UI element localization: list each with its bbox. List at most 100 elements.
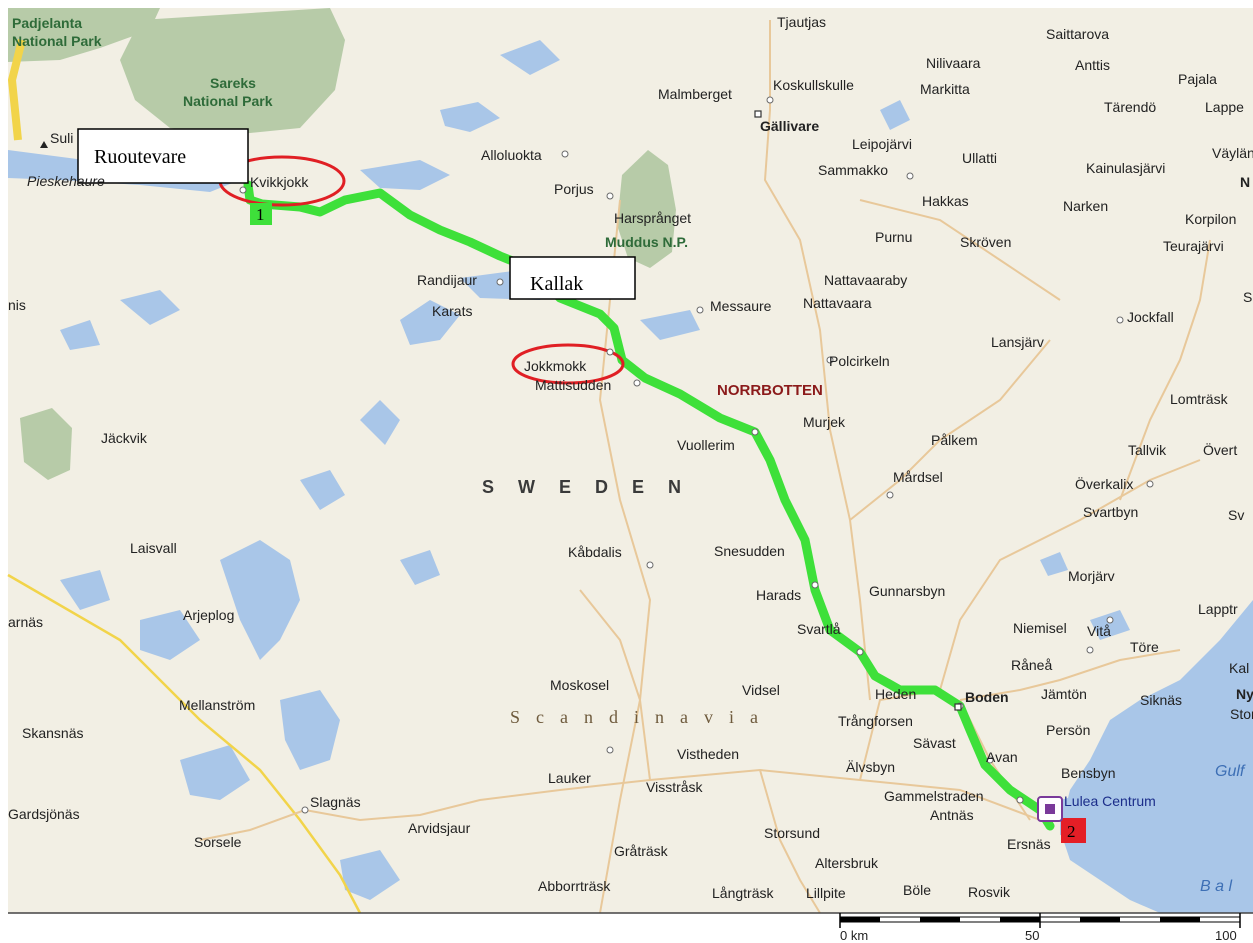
place-label-gardsjonas: Gardsjönäs [8,806,80,822]
place-label-bole: Böle [903,882,931,898]
boden-square [954,703,962,711]
place-label-korpilon: Korpilon [1185,211,1236,227]
place-label-markitta: Markitta [920,81,970,97]
place-label-bensbyn: Bensbyn [1061,765,1115,781]
gallivare-square [754,110,762,118]
town-dots [239,96,1154,814]
place-label-vidsel: Vidsel [742,682,780,698]
place-label-boden: Boden [965,689,1009,705]
place-label-vita: Vitå [1087,623,1111,639]
place-label-mardsel: Mårdsel [893,469,943,485]
place-label-skansnas: Skansnäs [22,725,83,741]
place-label-narken: Narken [1063,198,1108,214]
place-label-lapptr: Lapptr [1198,601,1238,617]
scale-bar: 0 km 50 100 [839,913,1241,943]
place-label-langtrask: Långträsk [712,885,774,901]
place-label-laisvall: Laisvall [130,540,177,556]
place-label-messaure: Messaure [710,298,772,314]
place-label-arnas: arnäs [8,614,43,630]
place-label-ranea: Råneå [1011,657,1052,673]
place-label-vaylan: Väylän [1212,145,1253,161]
place-label-savast: Sävast [913,735,956,751]
place-label-alvsbyn: Älvsbyn [846,759,895,775]
scale-label-0: 0 km [840,928,868,943]
place-label-sweden: SWEDEN [482,477,705,497]
place-label-padjelanta2: National Park [12,33,102,49]
place-label-s-edge: S [1243,289,1252,305]
place-label-ersnas: Ersnäs [1007,836,1051,852]
place-label-hakkas: Hakkas [922,193,969,209]
county-border-line [7,573,362,914]
place-label-pieskehaure: Pieskehaure [27,173,105,189]
highlight-circle-jokkmokk [511,343,625,385]
place-label-randijaur: Randijaur [417,272,477,288]
place-label-visstrask: Visstråsk [646,779,704,795]
place-label-saittarova: Saittarova [1046,26,1109,42]
place-label-gallivare: Gällivare [760,118,819,134]
place-label-abborrtrask: Abborrträsk [538,878,611,894]
place-labels: Padjelanta National Park Sareks National… [8,14,1253,901]
place-label-vuollerim: Vuollerim [677,437,735,453]
place-label-alloluokta: Alloluokta [481,147,542,163]
place-label-kabdalis: Kåbdalis [568,544,622,560]
place-label-ny: Ny [1236,686,1253,702]
callout-ruoutevare-text: Ruoutevare [94,146,186,168]
route-line [243,180,1055,831]
route-end-marker[interactable]: 2 [1061,818,1086,843]
place-label-malmberget: Malmberget [658,86,732,102]
place-label-polcirkeln: Polcirkeln [829,353,890,369]
route-start-marker-text: 1 [256,205,265,224]
place-label-skroven: Skröven [960,234,1011,250]
place-label-kainulasjarvi: Kainulasjärvi [1086,160,1165,176]
place-label-stor: Stor [1230,706,1253,722]
place-label-murjek: Murjek [803,414,846,430]
place-label-lauker: Lauker [548,770,591,786]
place-label-sv: Sv [1228,507,1244,523]
place-label-gunnarsbyn: Gunnarsbyn [869,583,945,599]
place-label-harads: Harads [756,587,801,603]
place-label-muddus: Muddus N.P. [605,234,688,250]
place-label-teurajarvi: Teurajärvi [1163,238,1224,254]
park-west-area [20,408,72,480]
place-label-lulea: Lulea Centrum [1064,793,1156,809]
place-label-person: Persön [1046,722,1090,738]
place-label-lansjarv: Lansjärv [991,334,1044,350]
place-label-mellanstrom: Mellanström [179,697,255,713]
place-label-mattisudden: Mattisudden [535,377,611,393]
place-label-kal: Kal [1229,660,1249,676]
place-label-svartla: Svartlå [797,621,841,637]
callout-kallak: Kallak [509,256,636,300]
place-label-nilivaara: Nilivaara [926,55,981,71]
place-label-suli: Suli [50,130,73,146]
place-label-moskosel: Moskosel [550,677,609,693]
place-label-arvidsjaur: Arvidsjaur [408,820,471,836]
place-label-norrbotten: NORRBOTTEN [717,382,823,399]
place-label-tore: Töre [1130,639,1159,655]
place-label-lappea: Lappe [1205,99,1244,115]
place-label-padjelanta: Padjelanta [12,15,82,31]
place-label-heden: Heden [875,686,916,702]
park-sareks-area [120,8,345,135]
place-label-bal: B a l [1200,878,1232,895]
place-label-tarendo: Tärendö [1104,99,1156,115]
place-label-storsund: Storsund [764,825,820,841]
lulea-poi-icon[interactable] [1037,796,1063,822]
scale-label-100: 100 [1215,928,1237,943]
route-end-marker-text: 2 [1067,822,1076,841]
place-label-arjeplog: Arjeplog [183,607,234,623]
place-label-jokkmokk: Jokkmokk [524,358,587,374]
place-label-sareks: Sareks [210,75,256,91]
park-muddus-area [617,150,676,268]
place-label-scandinavia: Scandinavia [510,707,774,727]
place-label-pajala: Pajala [1178,71,1217,87]
place-label-altersbruk: Altersbruk [815,855,879,871]
route-start-marker[interactable]: 1 [250,203,272,225]
place-label-morjarv: Morjärv [1068,568,1115,584]
place-label-jackvik: Jäckvik [101,430,148,446]
place-label-n: N [1240,174,1250,190]
place-label-nattavaaraby: Nattavaaraby [824,272,907,288]
place-label-trangforsen: Trångforsen [838,713,913,729]
national-border-line [7,39,26,141]
